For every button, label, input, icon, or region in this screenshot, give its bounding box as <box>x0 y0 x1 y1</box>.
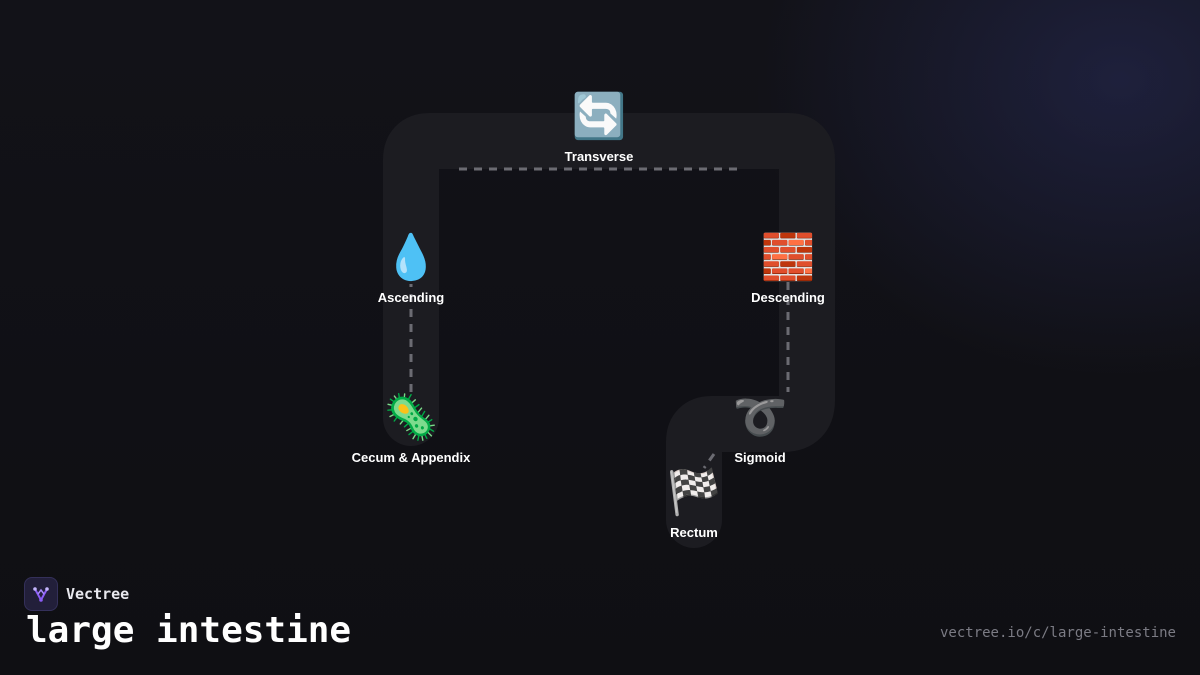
node-label: Cecum & Appendix <box>351 450 471 465</box>
arrows-cycle-icon: 🔄 <box>571 92 627 141</box>
node-label: Ascending <box>377 290 445 305</box>
microbe-icon: 🦠 <box>383 393 439 442</box>
brand: Vectree <box>24 577 129 611</box>
node-label: Sigmoid <box>734 450 786 465</box>
curly-loop-icon: ➰ <box>732 393 788 442</box>
track-path <box>383 113 835 548</box>
node-cecum-appendix: 🦠 Cecum & Appendix <box>311 392 511 465</box>
node-ascending: 💧 Ascending <box>311 232 511 305</box>
node-label: Transverse <box>564 149 634 164</box>
node-sigmoid: ➰ Sigmoid <box>660 392 860 465</box>
page-title: large intestine <box>26 610 352 651</box>
checkered-flag-icon: 🏁 <box>666 468 722 517</box>
node-label: Descending <box>751 290 825 305</box>
source-url: vectree.io/c/large-intestine <box>939 625 1176 641</box>
node-label: Rectum <box>670 525 718 540</box>
droplet-icon: 💧 <box>383 233 439 282</box>
brick-icon: 🧱 <box>760 233 816 282</box>
node-descending: 🧱 Descending <box>688 232 888 305</box>
connector-sigmoid-rectum <box>702 453 716 469</box>
node-rectum: 🏁 Rectum <box>594 467 794 540</box>
vectree-logo-icon <box>24 577 58 611</box>
brand-name: Vectree <box>66 585 130 603</box>
node-transverse: 🔄 Transverse <box>499 91 699 164</box>
